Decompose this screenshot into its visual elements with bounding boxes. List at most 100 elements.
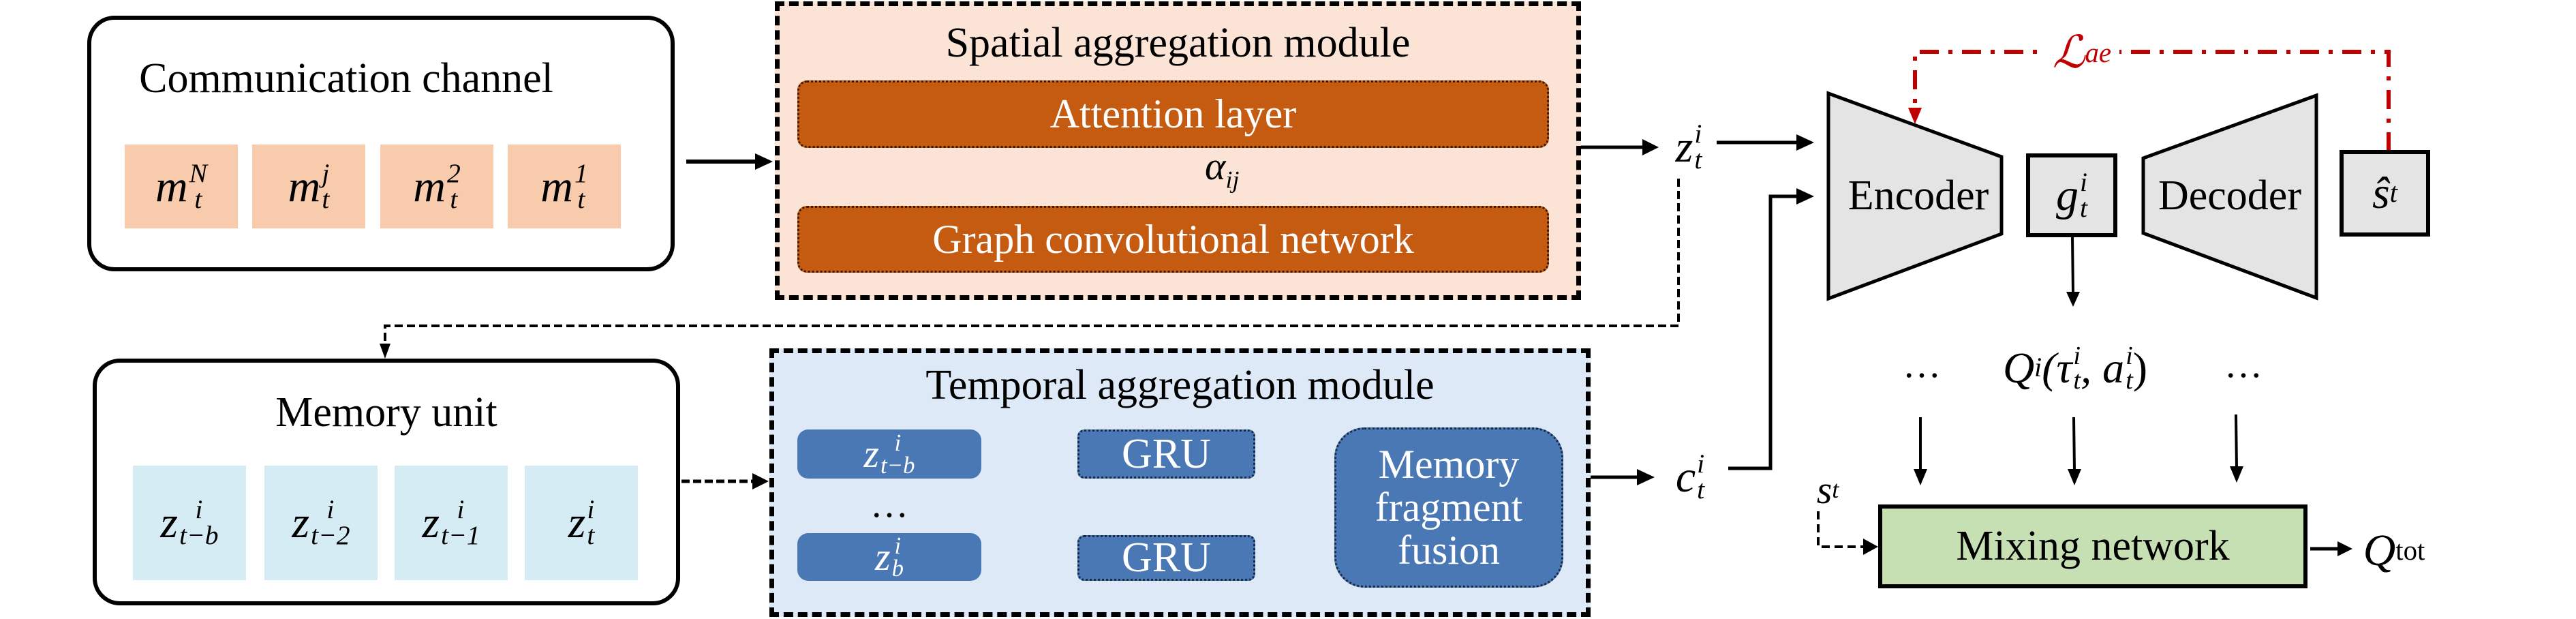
cell-sub: t (450, 183, 458, 214)
memory-fragment-fusion[interactable]: Memory fragment fusion (1334, 427, 1563, 588)
z-sup: i (1694, 119, 1702, 149)
q-action: , a (2081, 344, 2125, 392)
c-sub: t (1697, 474, 1705, 504)
arrow-comm-to-spatial (686, 153, 773, 170)
cell-sup: 1 (574, 157, 588, 188)
cell-base: z (160, 498, 179, 547)
gru-block-1[interactable]: GRU (1077, 429, 1255, 479)
cell-sup: j (322, 157, 330, 188)
cell-sup: i (326, 494, 335, 525)
gru-block-2[interactable]: GRU (1077, 534, 1255, 581)
alpha-subscript: ij (1225, 166, 1240, 194)
z-sup: i (894, 429, 902, 456)
z-sub: t−b (880, 452, 915, 479)
cell-sub: t (577, 183, 585, 214)
cell-sup: N (189, 157, 208, 188)
cell-sup: i (195, 494, 203, 525)
dashed-memory-to-temporal (681, 473, 769, 489)
cell-base: m (288, 161, 321, 211)
loss-subscript: ae (2085, 37, 2112, 68)
q-ellipsis-left: … (1903, 344, 1941, 386)
dashed-state-to-mixing (1817, 511, 1878, 555)
a-sub: t (2126, 366, 2133, 395)
s-hat-sup: t (2389, 177, 2398, 209)
q-ellipsis-right: … (2224, 344, 2263, 386)
cell-base: m (540, 161, 573, 211)
q-sup: i (2034, 352, 2042, 383)
q-tau: (τ (2042, 344, 2072, 392)
fusion-line-3: fusion (1398, 528, 1500, 573)
communication-channel-title: Communication channel (139, 55, 553, 102)
graph-convolutional-network[interactable]: Graph convolutional network (797, 206, 1549, 273)
dashed-z-to-memory (380, 179, 1680, 359)
loss-path (1908, 50, 2391, 151)
c-base: c (1675, 452, 1696, 502)
cell-sub: t (322, 183, 330, 214)
g-sup: i (2080, 166, 2087, 197)
z-base: z (1675, 122, 1693, 172)
arrow-mixing-to-qtot (2310, 541, 2352, 556)
q-close: ) (2132, 344, 2148, 392)
cell-sup: 2 (446, 157, 461, 188)
s-hat-base: ŝ (2372, 168, 2390, 218)
z-base: z (875, 534, 891, 579)
fusion-line-1: Memory (1378, 442, 1520, 487)
a-sup: i (2126, 341, 2133, 370)
temporal-module-title: Temporal aggregation module (925, 362, 1435, 408)
cell-sub: t−1 (441, 520, 480, 550)
q-base: Q (2002, 344, 2035, 392)
arrow-q-left-to-mixing (1914, 417, 1927, 485)
cell-base: m (155, 161, 188, 211)
mixing-network[interactable]: Mixing network (1878, 504, 2307, 588)
attention-layer[interactable]: Attention layer (797, 80, 1549, 148)
loss-symbol: ℒ (2052, 28, 2085, 78)
cell-base: z (568, 498, 586, 547)
g-base: g (2056, 170, 2079, 220)
cell-sup: i (587, 494, 595, 525)
arrow-c-to-encoder (1728, 188, 1814, 470)
z-base: z (863, 432, 879, 476)
arrow-q-right-to-mixing (2230, 414, 2243, 483)
c-sup: i (1697, 449, 1705, 479)
spatial-module-title: Spatial aggregation module (945, 20, 1411, 66)
tau-sub: t (2073, 366, 2081, 395)
z-sup: i (894, 532, 902, 559)
cell-sub: t−2 (311, 520, 350, 550)
fusion-line-2: fragment (1375, 485, 1523, 530)
temporal-ellipsis: … (870, 483, 908, 526)
decoder-label: Decoder (2158, 172, 2301, 219)
alpha-ij-label: αij (1205, 147, 1239, 193)
arrow-spatial-to-z (1581, 139, 1659, 155)
arrow-g-to-q (2066, 237, 2080, 307)
communication-channel (87, 16, 675, 271)
cell-base: z (422, 498, 440, 547)
cell-sup: i (457, 494, 465, 525)
qtot-base: Q (2363, 526, 2396, 575)
arrow-q-center-to-mixing (2068, 417, 2081, 485)
decoder-shape (2141, 93, 2318, 301)
cell-sub: t (194, 183, 202, 214)
tau-sup: i (2073, 341, 2081, 370)
arrow-temporal-to-c (1590, 469, 1655, 485)
